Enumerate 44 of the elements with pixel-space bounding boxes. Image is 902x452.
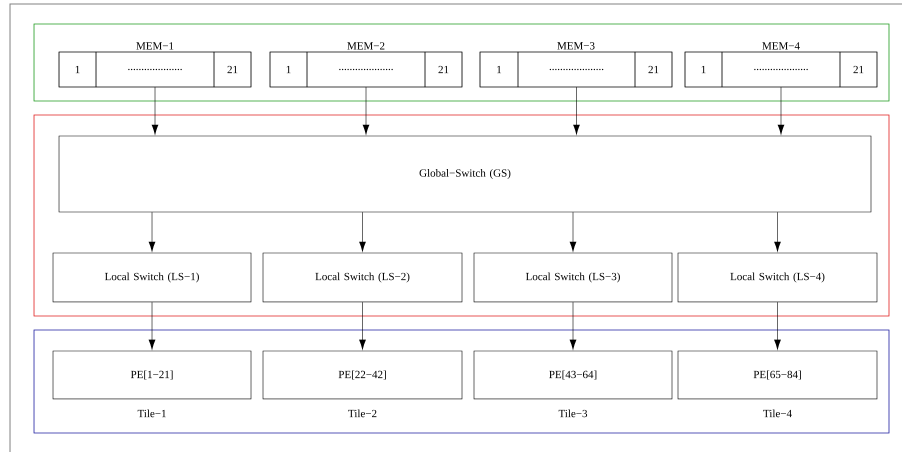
memory-cell: 1 xyxy=(480,52,518,88)
arrow xyxy=(359,212,366,252)
memory-cell: 1 xyxy=(58,52,96,88)
memory-cell: 21 xyxy=(424,52,462,88)
memory-cell: 1 xyxy=(270,52,308,88)
arrow xyxy=(570,302,576,350)
arrow xyxy=(359,302,366,350)
group-box xyxy=(34,114,890,316)
pe-box: PE[1−21] Tile−1 xyxy=(52,350,252,418)
node-label: MEM−3 xyxy=(557,42,595,50)
memory-cell: 21 xyxy=(634,52,672,88)
memory-cell: 21 xyxy=(840,52,878,88)
memory-cell: .................... xyxy=(518,52,636,88)
memory-cell: .................... xyxy=(722,52,840,88)
arrow xyxy=(774,212,781,252)
switch-box: Global−Switch (GS) xyxy=(58,136,872,212)
memory-cell: .................... xyxy=(306,52,426,88)
switch-box: Local Switch (LS−4) xyxy=(678,252,878,302)
pe-box: PE[22−42] Tile−2 xyxy=(262,350,462,418)
switch-box: Local Switch (LS−2) xyxy=(262,252,462,302)
arrow xyxy=(774,302,781,350)
switch-box: Local Switch (LS−3) xyxy=(474,252,672,302)
arrow xyxy=(778,87,784,135)
node-label: MEM−2 xyxy=(347,42,384,50)
node-label: MEM−4 xyxy=(762,42,800,50)
switch-box: Local Switch (LS−1) xyxy=(52,252,252,302)
group-box xyxy=(34,330,890,434)
node-label: Tile−4 xyxy=(763,409,792,418)
pe-box: PE[65−84] Tile−4 xyxy=(678,350,878,418)
memory-cell: 21 xyxy=(214,52,252,88)
arrow xyxy=(152,87,158,135)
memory-cell: .................... xyxy=(96,52,214,88)
arrow xyxy=(573,87,580,135)
arrow xyxy=(570,212,576,252)
arrow xyxy=(362,87,370,135)
group-box xyxy=(34,24,890,102)
arrow xyxy=(148,302,156,350)
node-label: Tile−3 xyxy=(558,409,588,418)
node-label: Tile−2 xyxy=(348,409,376,418)
pe-box: PE[43−64] Tile−3 xyxy=(474,350,672,418)
node-label: Tile−1 xyxy=(138,409,166,418)
memory-cell: 1 xyxy=(684,52,722,88)
node-label: MEM−1 xyxy=(136,42,174,50)
arrow xyxy=(148,212,156,252)
